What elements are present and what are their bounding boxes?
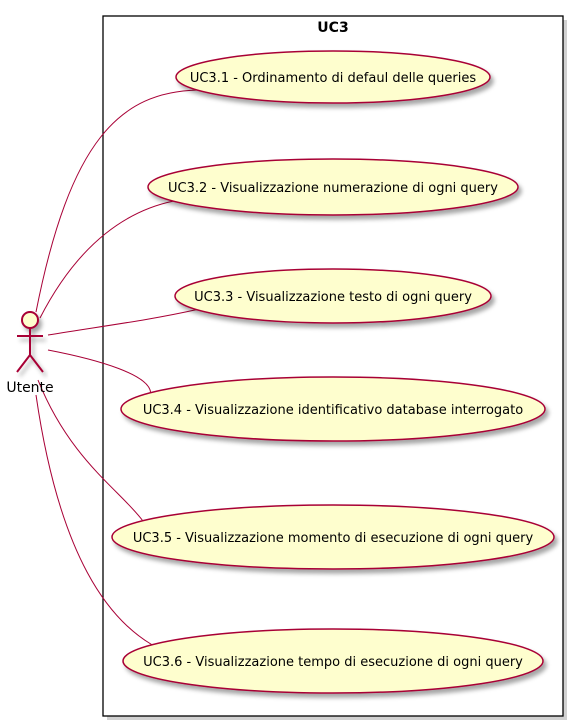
use-case-label: UC3.4 - Visualizzazione identificativo d… [143, 403, 523, 418]
use-case-ellipse [147, 158, 519, 216]
use-case-uc3-5[interactable]: UC3.5 - Visualizzazione momento di esecu… [111, 504, 555, 570]
use-case-uc3-1[interactable]: UC3.1 - Ordinamento di defaul delle quer… [175, 50, 491, 104]
use-case-uc3-4[interactable]: UC3.4 - Visualizzazione identificativo d… [120, 376, 546, 442]
use-case-uc3-2[interactable]: UC3.2 - Visualizzazione numerazione di o… [147, 158, 519, 216]
use-case-ellipse [111, 504, 555, 570]
connector-uc5 [37, 379, 144, 522]
use-case-list: UC3.1 - Ordinamento di defaul delle quer… [111, 50, 555, 694]
use-case-label: UC3.2 - Visualizzazione numerazione di o… [168, 181, 498, 196]
use-case-ellipse [120, 376, 546, 442]
use-case-ellipse [174, 268, 492, 324]
connector-uc1 [35, 89, 198, 313]
actor-leg-right [29, 354, 44, 373]
connector-uc6 [35, 394, 153, 646]
use-case-label: UC3.1 - Ordinamento di defaul delle quer… [190, 71, 477, 86]
actor-utente[interactable] [16, 311, 44, 373]
use-case-label: UC3.5 - Visualizzazione momento di esecu… [133, 531, 534, 546]
system-boundary [102, 15, 564, 717]
use-case-ellipse [122, 628, 544, 694]
use-case-ellipse [175, 50, 491, 104]
actor-connectors [35, 89, 198, 646]
connector-uc2 [39, 200, 175, 319]
use-case-label: UC3.3 - Visualizzazione testo di ogni qu… [194, 290, 472, 305]
actor-label: Utente [6, 380, 53, 396]
system-title: UC3 [317, 20, 348, 36]
use-case-uc3-3[interactable]: UC3.3 - Visualizzazione testo di ogni qu… [174, 268, 492, 324]
use-case-label: UC3.6 - Visualizzazione tempo di esecuzi… [143, 655, 523, 670]
actor-leg-left [16, 354, 31, 373]
connector-uc3 [47, 309, 198, 336]
actor-head [21, 311, 39, 329]
use-case-uc3-6[interactable]: UC3.6 - Visualizzazione tempo di esecuzi… [122, 628, 544, 694]
connector-uc4 [47, 349, 152, 394]
